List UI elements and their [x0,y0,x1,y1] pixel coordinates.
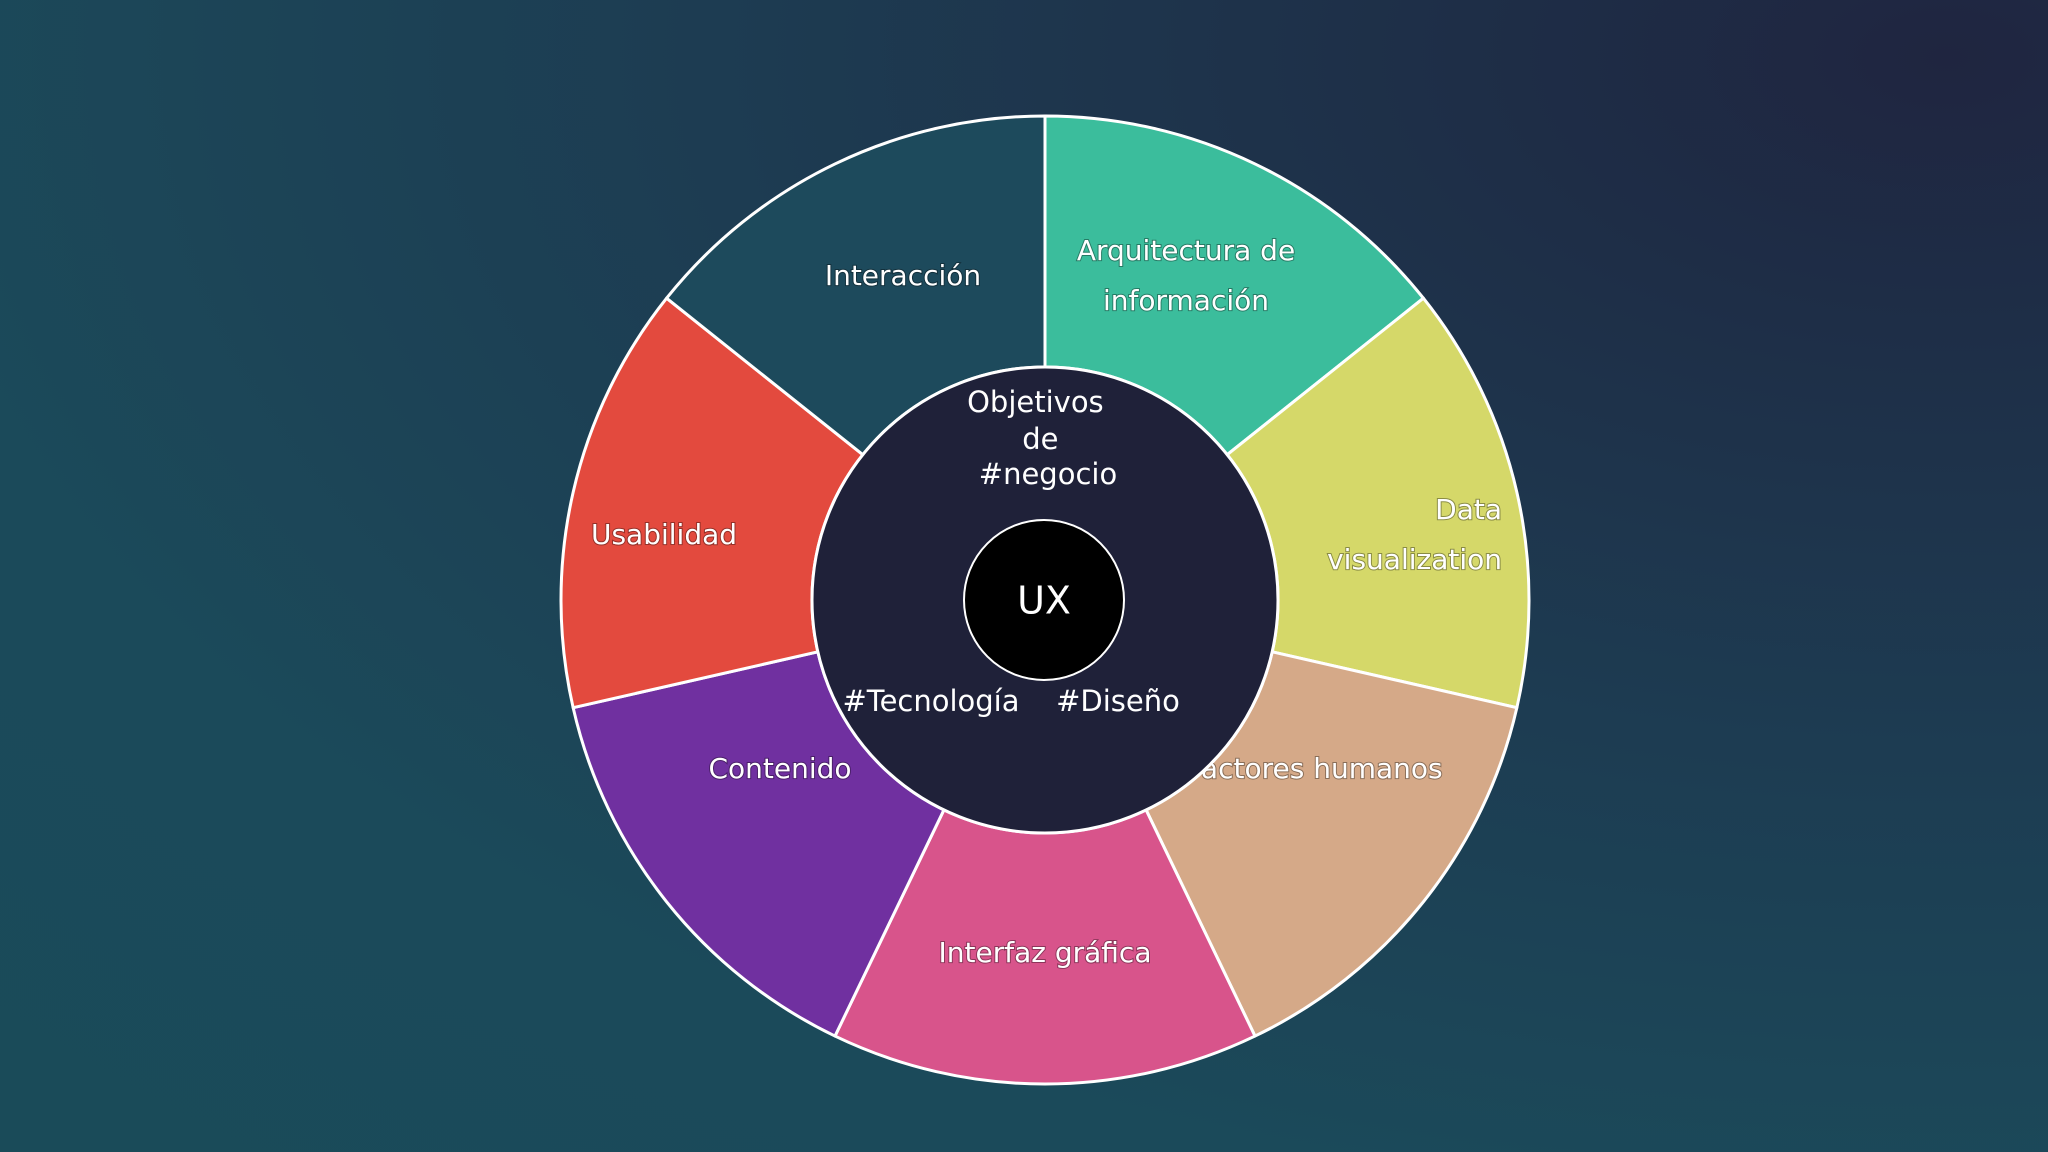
segment-label-interaccion: Interacción [825,259,981,292]
inner-right-label: #Diseño [1056,684,1180,718]
segment-label-contenido-line-1: Contenido [708,752,851,785]
segment-label-usabilidad: Usabilidad [591,518,737,551]
segment-label-arquitectura-line-1: Arquitectura de [1077,234,1295,267]
inner-top-line-1: Objetivos [967,385,1104,419]
inner-top-line-3: #negocio [979,457,1117,491]
inner-top-line-2: de [1022,422,1058,456]
segment-label-data-visualization-line-1: Data [1435,493,1502,526]
segment-label-factores-humanos: Factores humanos [1187,752,1442,785]
segment-label-contenido: Contenido [708,752,851,785]
inner-top-label: Objetivos de #negocio [967,385,1117,491]
inner-left-label: #Tecnología [842,684,1019,718]
core-label: UX [1017,579,1071,623]
segment-label-arquitectura-line-2: información [1103,284,1269,317]
segment-label-usabilidad-line-1: Usabilidad [591,518,737,551]
segment-label-data-visualization-line-2: visualization [1327,543,1502,576]
segment-label-interfaz-grafica: Interfaz gráfica [939,936,1152,969]
segment-label-factores-humanos-line-1: Factores humanos [1187,752,1442,785]
segment-label-data-visualization: Data visualization [1327,493,1502,576]
wheel-segments [559,114,1531,1086]
segment-label-arquitectura: Arquitectura de información [1077,234,1295,317]
segment-label-interfaz-grafica-line-1: Interfaz gráfica [939,936,1152,969]
core-circle [963,519,1125,681]
segment-label-interaccion-line-1: Interacción [825,259,981,292]
